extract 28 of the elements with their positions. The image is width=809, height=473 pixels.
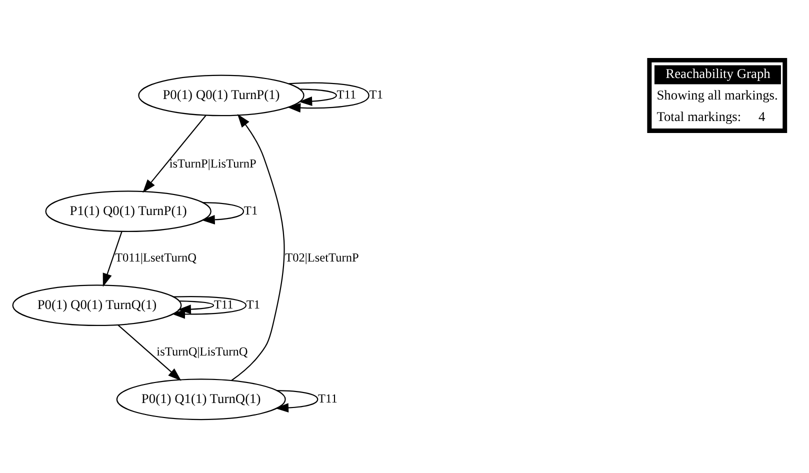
arrow: [172, 296, 247, 319]
edge-label: T11: [214, 297, 234, 312]
edge-label: T11: [318, 392, 338, 406]
label: 4: [758, 108, 766, 124]
edge-label: T02|LsetTurnP: [285, 250, 359, 264]
arrow: [231, 114, 285, 381]
arrow: [102, 231, 122, 287]
arrow: [287, 82, 370, 113]
label: Total markings:: [656, 108, 742, 124]
edge-label: T11: [336, 88, 356, 102]
node-ellipse: P1(1) Q0(1) TurnP(1): [45, 190, 212, 232]
edge-label: T011|LsetTurnQ: [115, 250, 197, 264]
edge-label: T1: [244, 203, 258, 218]
edge-label: isTurnP|LisTurnP: [169, 156, 256, 170]
arrow: [142, 114, 206, 193]
label: Showing all markings.: [656, 87, 778, 102]
edge-label: T1: [369, 88, 383, 102]
edge-label: isTurnQ|LisTurnQ: [156, 344, 248, 358]
label: Reachability Graph: [666, 66, 770, 82]
node-ellipse: P0(1) Q0(1) TurnP(1): [138, 74, 304, 116]
arrow: [201, 202, 244, 224]
node-ellipse: P0(1) Q0(1) TurnQ(1): [12, 284, 182, 326]
arrow: [275, 390, 318, 413]
arrow: [118, 324, 182, 381]
node-ellipse: P0(1) Q1(1) TurnQ(1): [116, 378, 286, 420]
edge-label: T1: [246, 297, 260, 312]
arrow: [178, 300, 214, 314]
arrow: [298, 88, 337, 106]
